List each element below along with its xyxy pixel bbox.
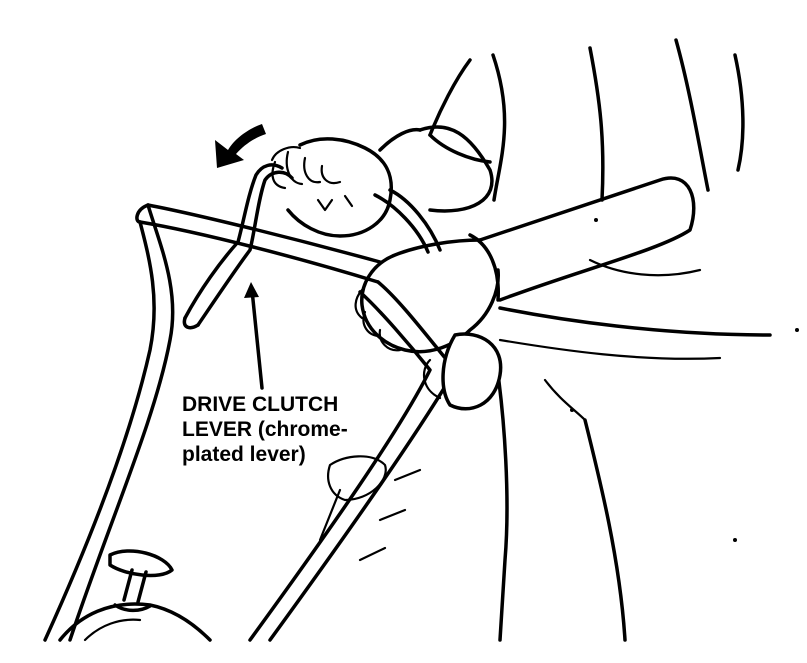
label-leader-line	[244, 282, 264, 390]
label-line-2: LEVER (chrome-	[182, 418, 348, 441]
pull-direction-arrow	[215, 124, 266, 168]
adjustment-knob	[108, 549, 174, 613]
right-arm	[354, 176, 696, 354]
label-line-1: DRIVE CLUTCH	[182, 393, 339, 416]
left-arm	[270, 125, 494, 238]
mower-deck	[58, 602, 212, 642]
handle-bracket	[318, 332, 503, 562]
drive-clutch-lever-label: DRIVE CLUTCH LEVER (chrome- plated lever…	[182, 392, 422, 467]
label-line-3: plated lever)	[182, 443, 306, 466]
drive-clutch-lever	[182, 163, 442, 330]
